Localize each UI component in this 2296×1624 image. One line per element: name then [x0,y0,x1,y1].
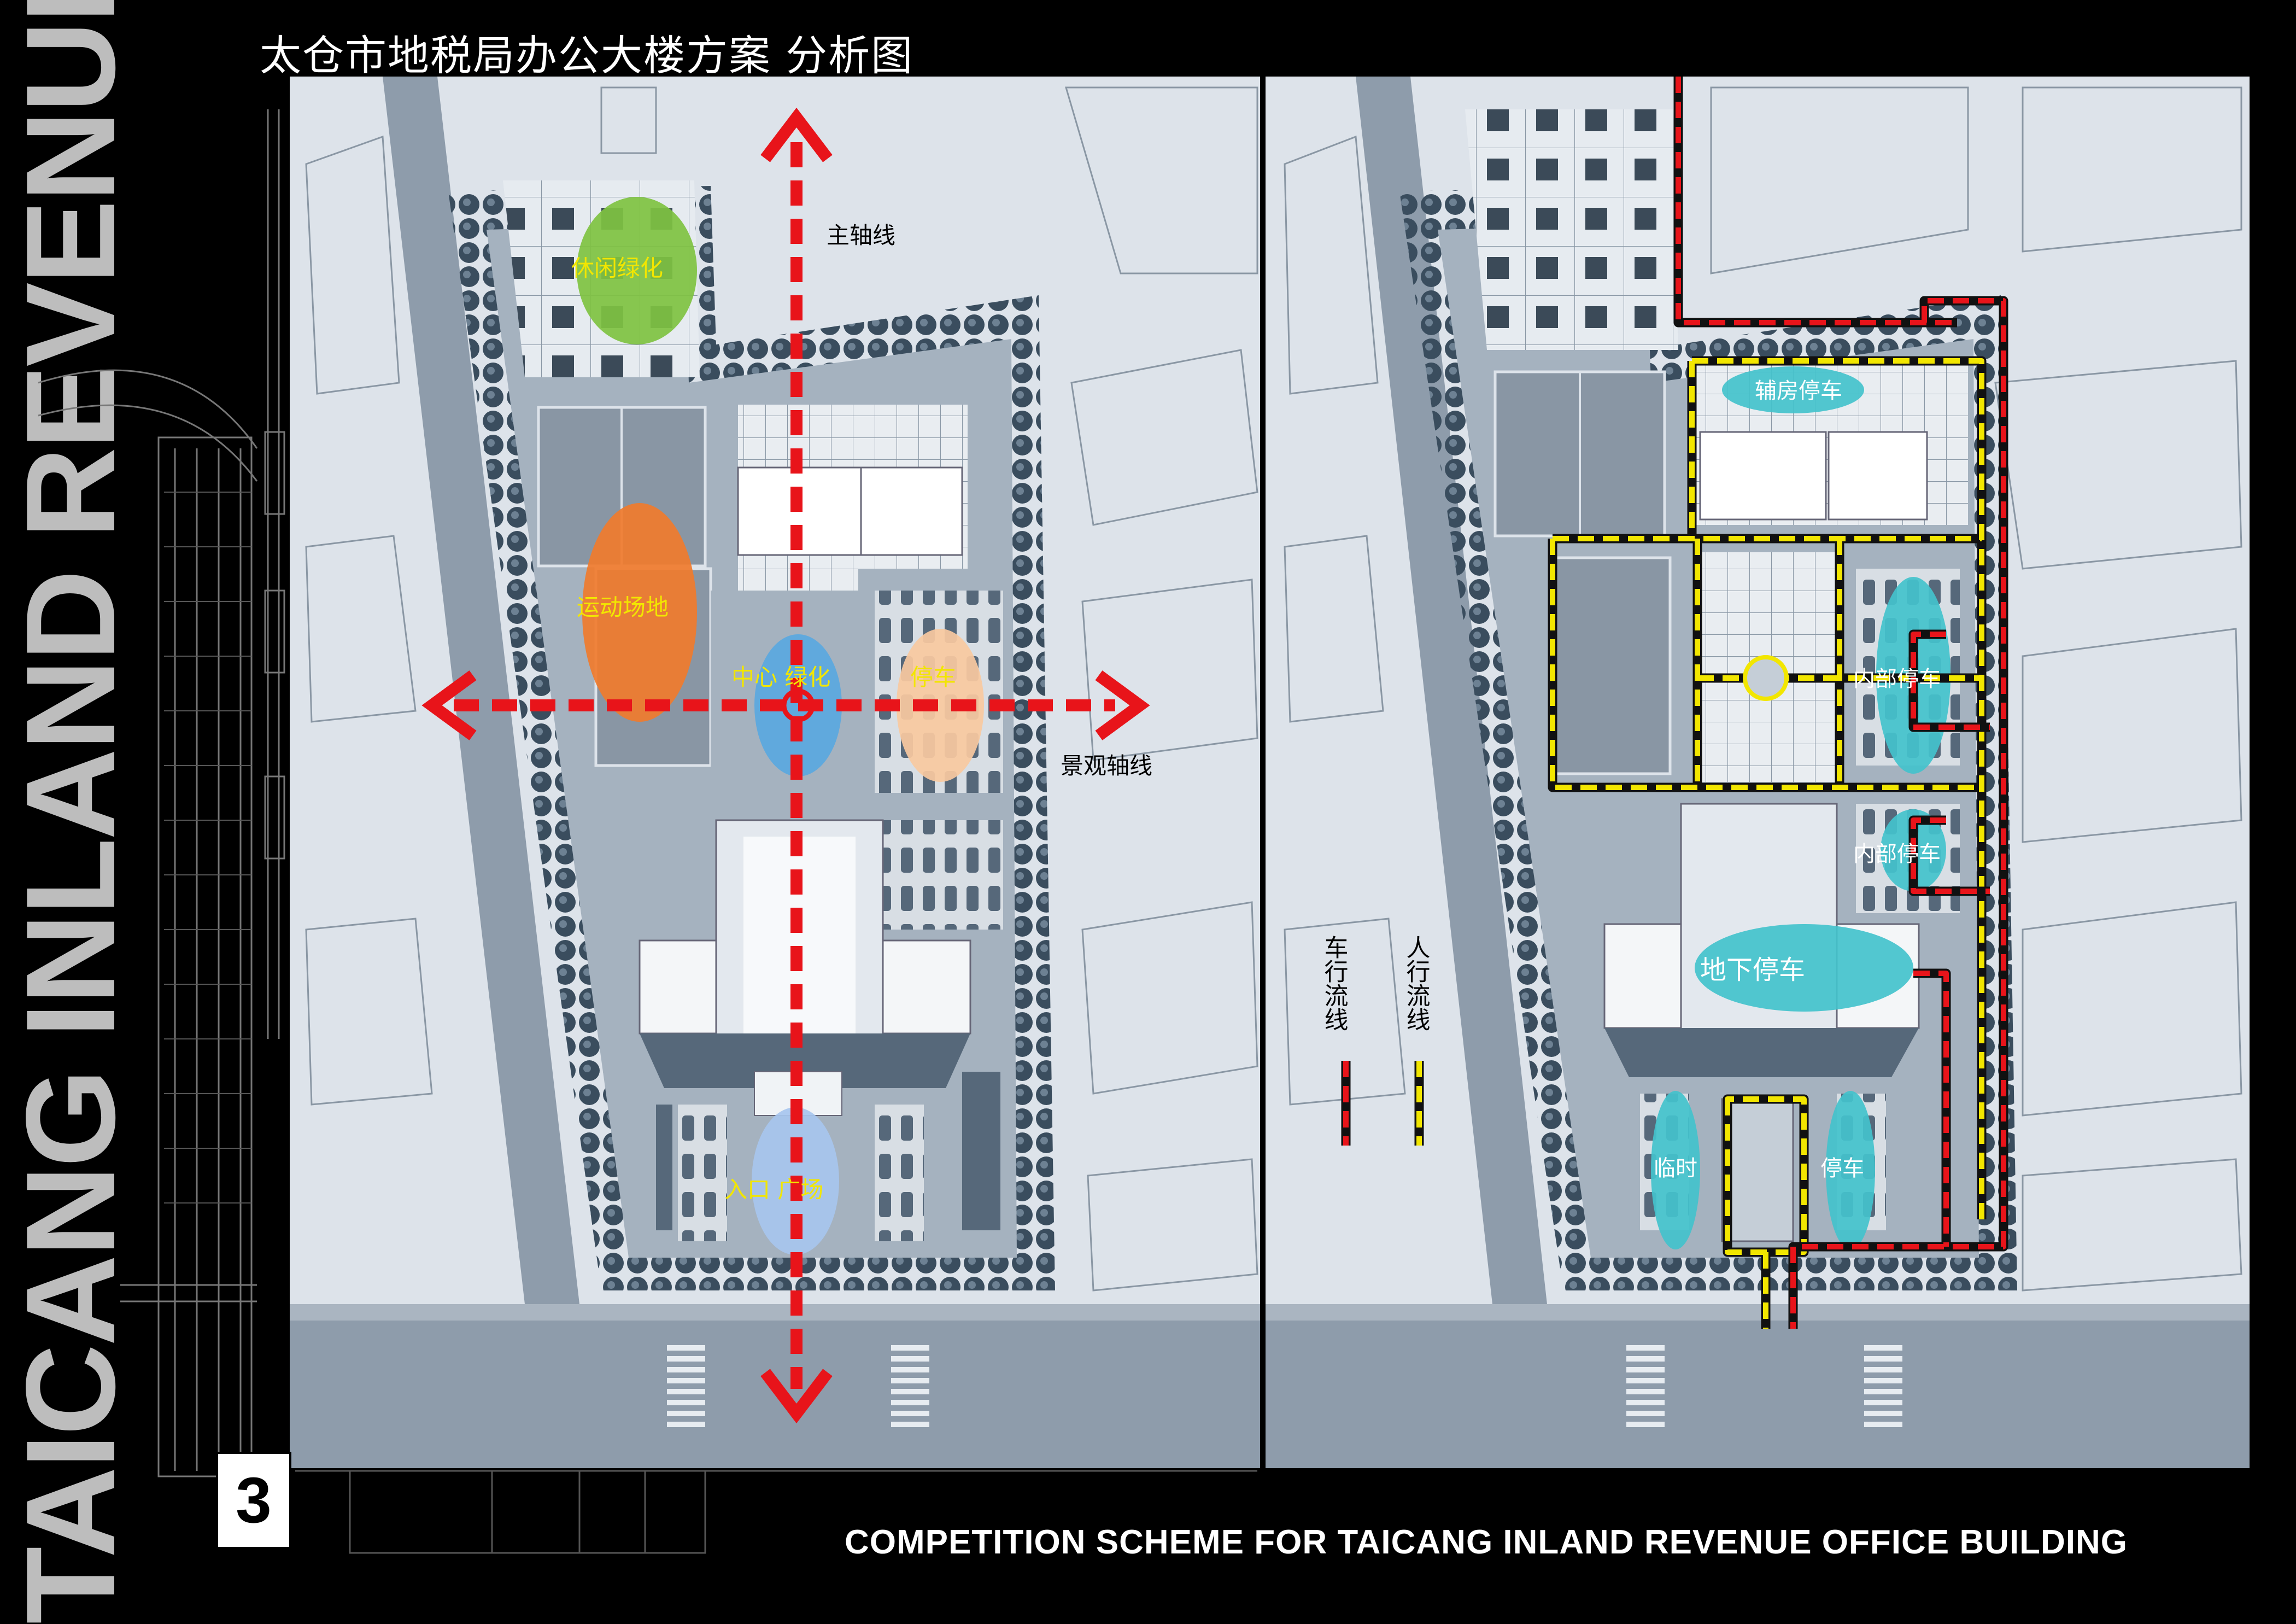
internal-parking-1-label: 内部停车 [1853,667,1941,692]
center-green-label: 中心 绿化 [731,664,830,691]
landscape-axis-label: 景观轴线 [1061,752,1152,779]
parking-label: 停车 [910,664,956,691]
pedestrian-flow-lines [1550,358,1984,1329]
zone-parking [897,629,984,782]
leisure-green-label: 休闲绿化 [571,255,663,282]
page-title: 太仓市地税局办公大楼方案 分析图 [260,31,914,80]
zone-sports [582,503,697,722]
underground-parking-label: 地下停车 [1700,955,1805,985]
sports-label: 运动场地 [577,594,669,621]
zone-temporary [1651,1091,1700,1249]
legend-vehicle-label: 车行流线 [1320,935,1348,1031]
legend-pedestrian-label: 人行流线 [1402,935,1430,1031]
zone-leisure-green [577,197,697,344]
footer-caption: COMPETITION SCHEME FOR TAICANG INLAND RE… [845,1523,2128,1561]
entrance-plaza-label: 入口 广场 [724,1176,823,1203]
sidebar-elevation-drawing [38,109,285,1477]
page-number: 3 [216,1452,291,1549]
aux-parking-label: 辅房停车 [1755,378,1842,404]
zone-parking-right [1826,1091,1875,1249]
right-plan: 辅房停车 内部停车 内部停车 地下停车 临时 停车 车行流线 人行流线 [1266,77,2250,1468]
zone-underground-parking [1695,924,1913,1012]
parking-right-label: 停车 [1820,1156,1864,1181]
internal-parking-2-label: 内部停车 [1853,842,1941,867]
zone-aux-parking [1722,366,1864,413]
main-axis-label: 主轴线 [827,222,895,249]
left-plan: 主轴线 景观轴线 休闲绿化 运动场地 中心 绿化 停车 入口 广场 [290,77,1260,1468]
vehicle-flow-lines [1676,77,2006,1329]
temporary-label: 临时 [1654,1156,1697,1181]
